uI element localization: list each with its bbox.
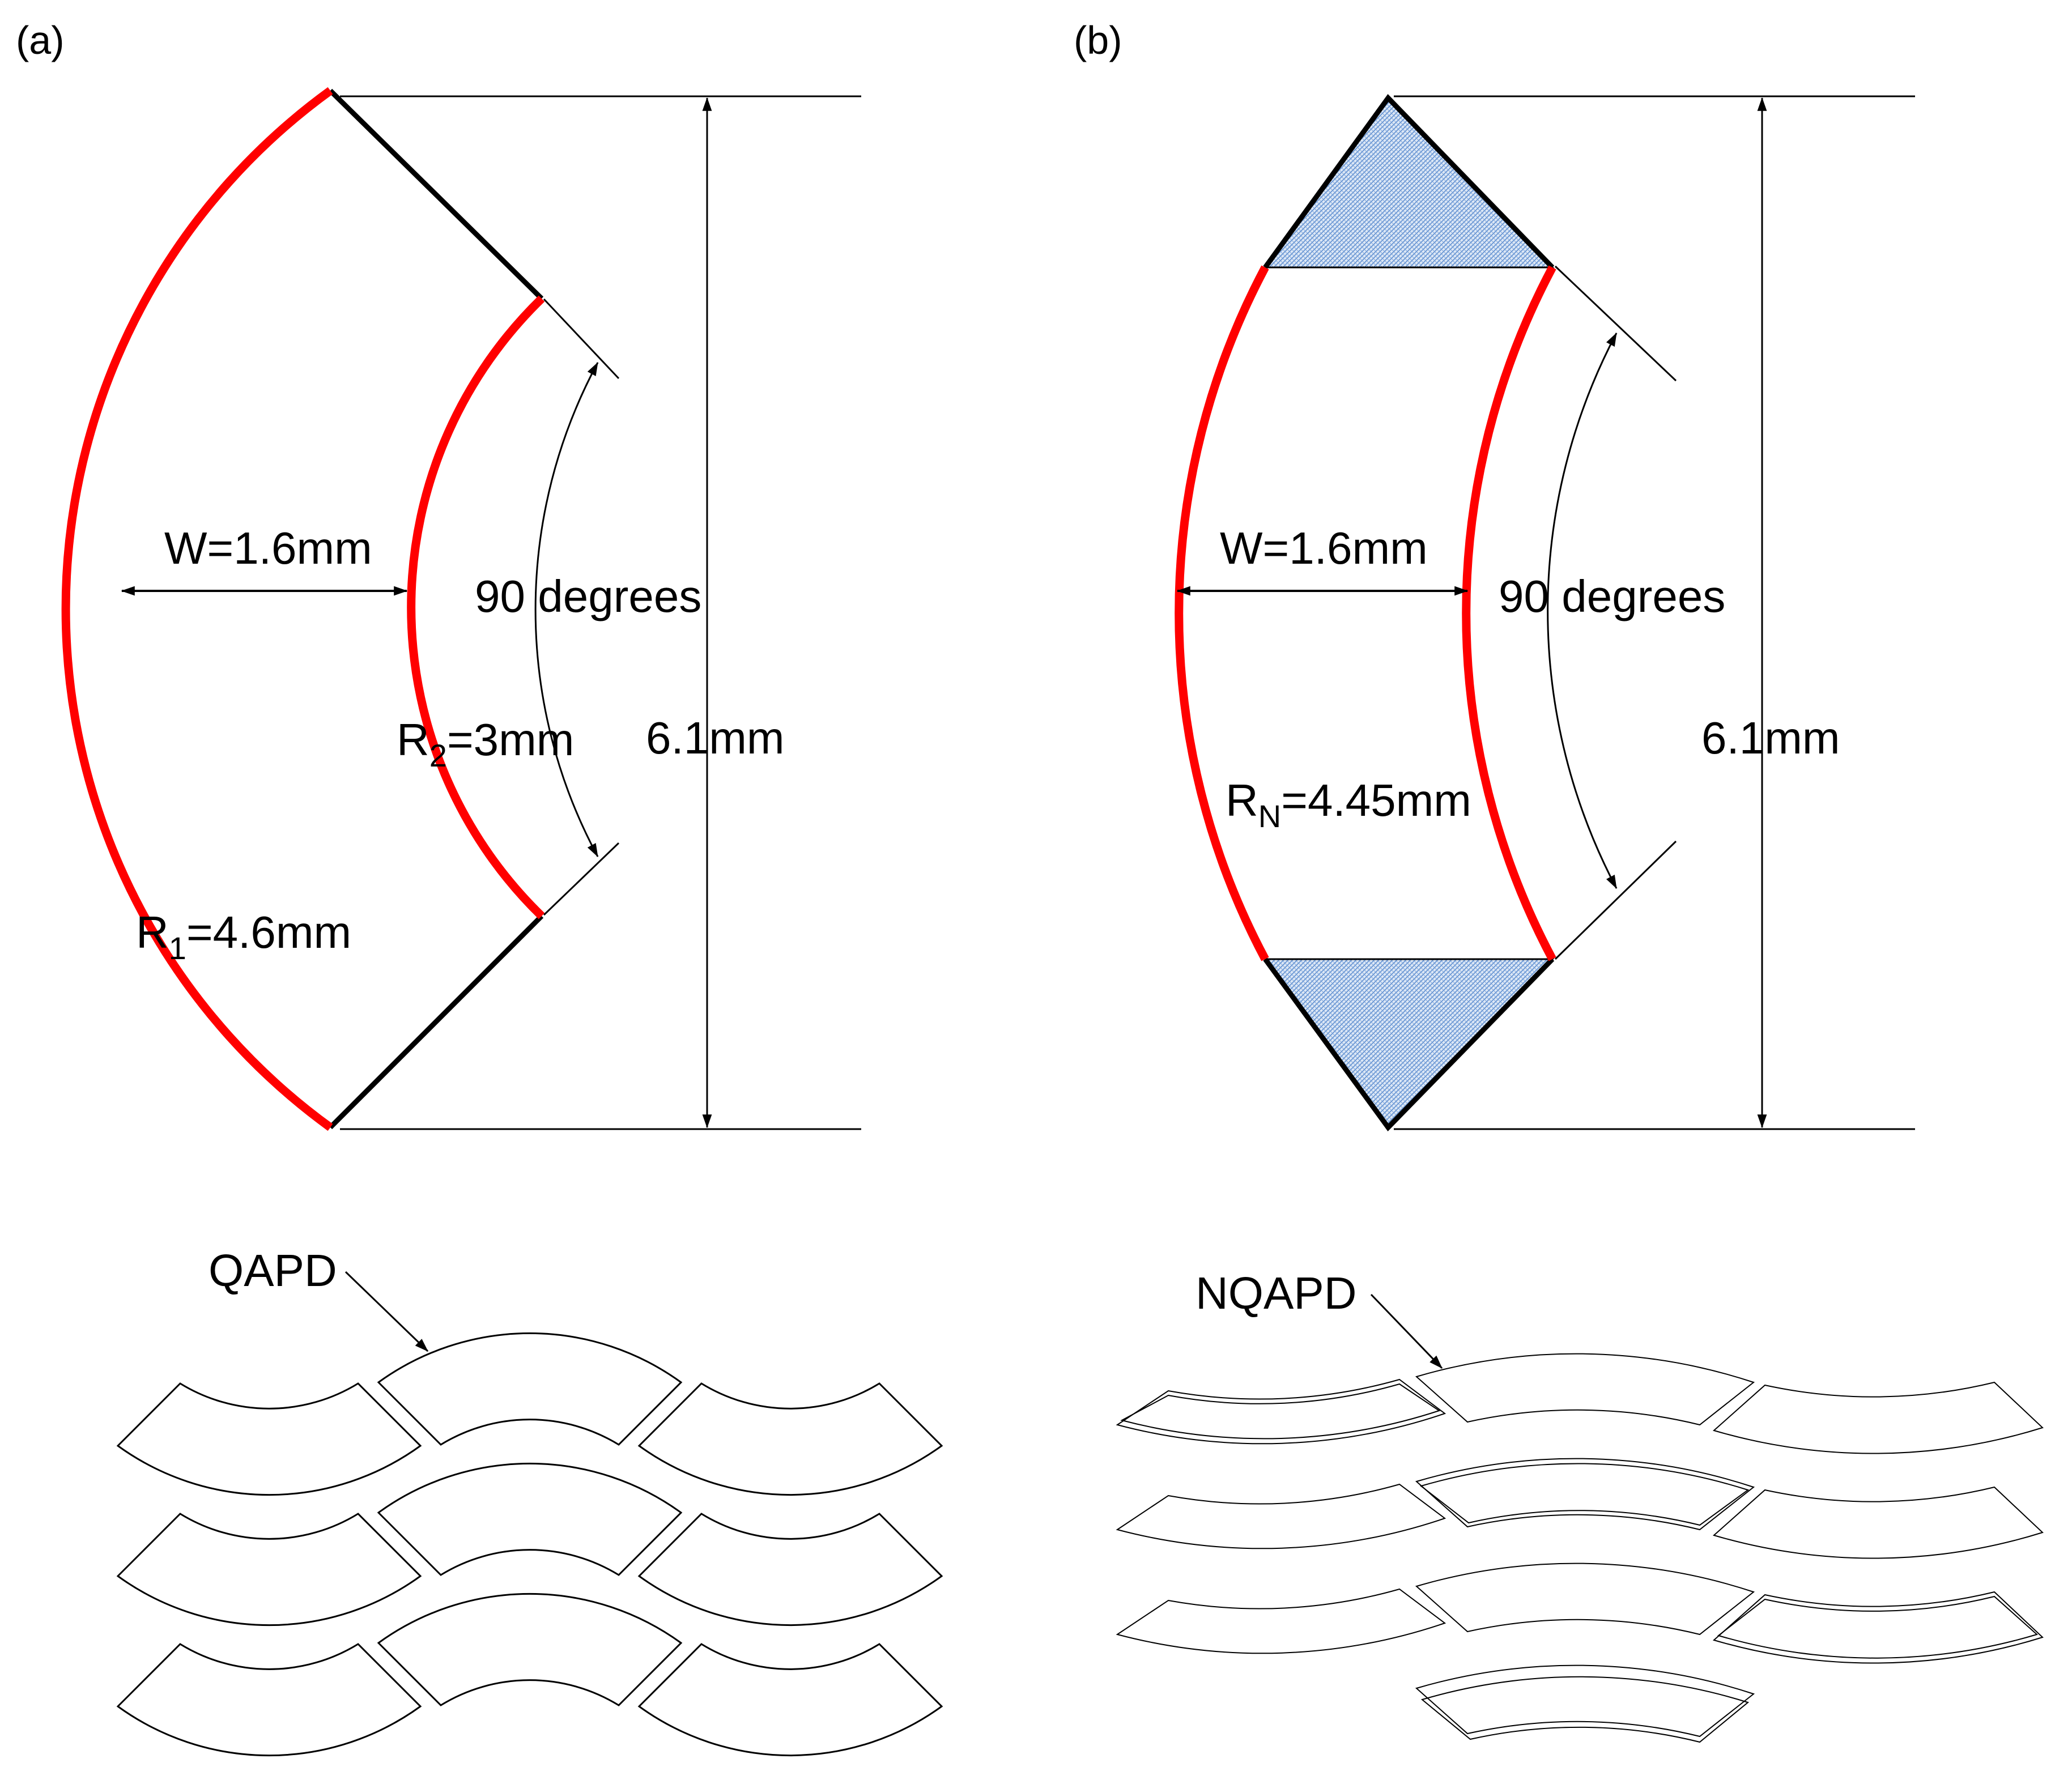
angle-ext-bottom (1554, 840, 1677, 960)
qapd-tile (377, 1463, 683, 1576)
inner-electrode-r2 (407, 295, 545, 919)
qapd-tile (116, 1513, 422, 1626)
qapd-tile (637, 1643, 943, 1756)
qapd-tile (377, 1332, 683, 1446)
nqapd-tile-inner (1420, 1676, 1750, 1743)
angle-label: 90 degrees (1499, 571, 1725, 621)
outer-electrode-r1 (61, 87, 333, 1131)
nqapd-pixel-shape (1175, 94, 1556, 1131)
nqapd-tile (1415, 1664, 1755, 1738)
bottom-edge (328, 914, 544, 1130)
width-label: W=1.6mm (164, 523, 372, 573)
panel-b: (b) W=1.6mm 90 degrees 6.1mm RN=4.45mm N… (1074, 18, 2044, 1743)
angle-ext-top (1554, 265, 1677, 382)
panel-b-label: (b) (1074, 18, 1122, 62)
right-electrode (1462, 265, 1556, 961)
qapd-tile (637, 1382, 943, 1496)
panel-a: (a) W=1.6mm 90 degrees 6.1mm R2=3mm R1=4… (16, 18, 943, 1756)
top-edge (328, 88, 544, 301)
rn-label: RN=4.45mm (1226, 775, 1471, 834)
top-inactive-region (1263, 96, 1555, 269)
nqapd-tile (1415, 1562, 1755, 1636)
nqapd-tile-inner (1717, 1595, 2038, 1659)
qapd-pointer-arrow (344, 1271, 429, 1352)
nqapd-tile (1415, 1353, 1755, 1426)
angle-label: 90 degrees (475, 571, 701, 621)
left-electrode (1175, 265, 1269, 961)
nqapd-pointer-arrow (1370, 1293, 1443, 1369)
nqapd-tile (1415, 1458, 1755, 1531)
bottom-inactive-region (1263, 958, 1555, 1129)
angle-ext-top (543, 298, 620, 380)
height-label: 6.1mm (646, 713, 785, 763)
outer-arc-outline (63, 88, 332, 1130)
qapd-tile (637, 1513, 943, 1626)
nqapd-tile-inner (1419, 1463, 1750, 1526)
nqapd-tile (1712, 1381, 2044, 1454)
qapd-pixel-shape (61, 87, 545, 1131)
qapd-tile (116, 1643, 422, 1756)
nqapd-tile (1116, 1378, 1446, 1445)
nqapd-array (1116, 1353, 2044, 1743)
nqapd-tile-inner (1120, 1383, 1441, 1440)
width-label: W=1.6mm (1220, 523, 1428, 573)
qapd-array (116, 1332, 943, 1756)
nqapd-tile (1116, 1483, 1446, 1549)
nqapd-tile (1712, 1486, 2044, 1559)
qapd-tile (116, 1382, 422, 1496)
panel-a-label: (a) (16, 18, 65, 62)
top-edges (1263, 94, 1555, 270)
r1-label: R1=4.6mm (136, 907, 351, 966)
nqapd-tile (1712, 1591, 2044, 1664)
bottom-edges (1263, 957, 1555, 1131)
nqapd-label: NQAPD (1195, 1268, 1357, 1318)
qapd-label: QAPD (209, 1245, 337, 1296)
angle-arc-arrow (1547, 332, 1618, 889)
nqapd-tile (1116, 1588, 1446, 1654)
angle-arc-arrow (534, 361, 599, 858)
angle-ext-bottom (543, 842, 620, 916)
height-label: 6.1mm (1701, 713, 1840, 763)
r2-label: R2=3mm (397, 714, 574, 773)
qapd-tile (377, 1593, 683, 1706)
